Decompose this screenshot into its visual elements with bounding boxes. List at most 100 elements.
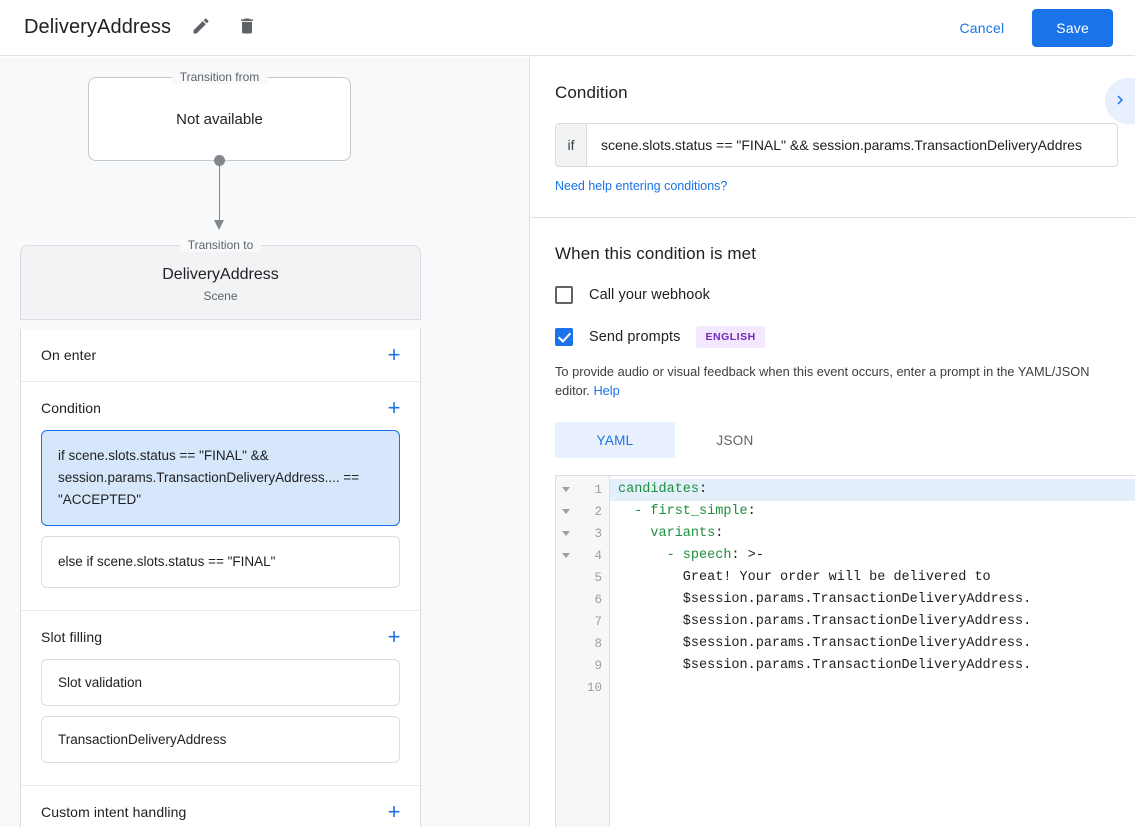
transition-graph: Transition from Not available: [0, 57, 529, 247]
call-webhook-label: Call your webhook: [589, 287, 710, 303]
gutter-line: 4: [556, 545, 609, 567]
code-line[interactable]: $session.params.TransactionDeliveryAddre…: [618, 636, 1032, 651]
add-icon[interactable]: +: [382, 625, 406, 649]
scene-section: Condition + if scene.slots.status == "FINA…: [21, 381, 420, 610]
transition-to-body: DeliveryAddress Scene: [21, 246, 420, 319]
slot-list-item[interactable]: Slot validation: [41, 659, 400, 706]
line-number: 5: [594, 571, 602, 585]
tab-json[interactable]: JSON: [716, 432, 754, 448]
gutter-line: 5: [556, 567, 609, 589]
code-line[interactable]: $session.params.TransactionDeliveryAddre…: [618, 592, 1032, 607]
section-divider: [531, 217, 1135, 218]
condition-input[interactable]: [587, 124, 1117, 166]
line-number: 6: [594, 593, 602, 607]
gutter-line: 2: [556, 501, 609, 523]
fold-triangle-icon[interactable]: [562, 531, 570, 536]
code-line[interactable]: Great! Your order will be delivered to: [618, 570, 991, 585]
code-line[interactable]: - speech: >-: [666, 548, 764, 563]
condition-input-row: if: [555, 123, 1118, 167]
transition-from-legend: Transition from: [171, 70, 268, 84]
scene-section: Custom intent handling +: [21, 785, 420, 827]
gutter-line: 9: [556, 655, 609, 677]
send-prompts-checkbox[interactable]: [555, 328, 573, 346]
transition-from-card[interactable]: Transition from Not available: [88, 70, 351, 161]
add-icon[interactable]: +: [382, 343, 406, 367]
gutter-line: 3: [556, 523, 609, 545]
section-title: Custom intent handling: [41, 804, 187, 820]
line-number: 3: [594, 527, 602, 541]
scene-sections-list: On enter + Condition + if scene.slots.status…: [20, 329, 421, 827]
transition-to-legend: Transition to: [179, 238, 262, 252]
condition-list-item[interactable]: else if scene.slots.status == "FINAL": [41, 536, 400, 588]
code-line[interactable]: [610, 677, 1135, 699]
language-badge: ENGLISH: [696, 326, 765, 348]
editor-gutter: 1 2 3 4 5 6 7 8 9 10: [556, 476, 610, 827]
code-line[interactable]: candidates:: [610, 479, 1135, 501]
transition-to-subtitle: Scene: [203, 289, 238, 303]
fold-triangle-icon[interactable]: [562, 487, 570, 492]
right-panel: Condition if Need help entering conditio…: [531, 57, 1135, 827]
code-editor[interactable]: 1 2 3 4 5 6 7 8 9 10 candidates: - first_simple: …: [555, 475, 1135, 827]
format-tabs: YAML JSON: [555, 422, 1111, 458]
yaml-key: variants: [650, 526, 716, 541]
line-number: 1: [594, 483, 602, 497]
webhook-row[interactable]: Call your webhook: [555, 286, 1111, 304]
section-title: Condition: [41, 400, 102, 416]
expand-panel-button[interactable]: [1105, 78, 1135, 124]
description-text: To provide audio or visual feedback when…: [555, 364, 1090, 398]
when-met-heading: When this condition is met: [555, 244, 757, 263]
gutter-line: 7: [556, 611, 609, 633]
page-title: DeliveryAddress: [24, 16, 172, 38]
code-line[interactable]: - first_simple:: [634, 504, 756, 519]
transition-to-card[interactable]: Transition to DeliveryAddress Scene: [20, 238, 421, 320]
chevron-right-icon: [1111, 91, 1129, 112]
cancel-button[interactable]: Cancel: [946, 12, 1019, 44]
send-prompts-description: To provide audio or visual feedback when…: [555, 362, 1111, 400]
trash-icon: [237, 16, 257, 39]
yaml-key: - first_simple: [634, 504, 748, 519]
code-line[interactable]: $session.params.TransactionDeliveryAddre…: [618, 658, 1032, 673]
code-line[interactable]: variants:: [650, 526, 724, 541]
send-prompts-row[interactable]: Send prompts ENGLISH: [555, 326, 1111, 348]
prompts-help-link[interactable]: Help: [593, 383, 620, 398]
top-app-bar: DeliveryAddress Cancel Save: [0, 0, 1135, 56]
section-header: Slot filling +: [21, 611, 420, 663]
line-number: 4: [594, 549, 602, 563]
call-webhook-checkbox[interactable]: [555, 286, 573, 304]
gutter-line: 8: [556, 633, 609, 655]
when-condition-met-section: When this condition is met Call your web…: [531, 218, 1135, 458]
editor-code-area[interactable]: candidates: - first_simple: variants: - …: [610, 476, 1135, 827]
line-number: 7: [594, 615, 602, 629]
line-number: 2: [594, 505, 602, 519]
line-number: 8: [594, 637, 602, 651]
scene-section: On enter +: [21, 329, 420, 381]
section-body: if scene.slots.status == "FINAL" && sess…: [21, 430, 420, 610]
transition-from-value: Not available: [176, 110, 263, 128]
fold-triangle-icon[interactable]: [562, 509, 570, 514]
tab-yaml[interactable]: YAML: [555, 422, 675, 458]
section-title: On enter: [41, 347, 97, 363]
line-number: 10: [586, 681, 602, 695]
section-header: Custom intent handling +: [21, 786, 420, 827]
edge-arrowhead: [214, 220, 224, 230]
yaml-key: - speech: [666, 548, 732, 563]
section-header: On enter +: [21, 329, 420, 381]
gutter-line: 10: [556, 677, 609, 699]
condition-list-item[interactable]: if scene.slots.status == "FINAL" && sess…: [41, 430, 400, 526]
add-icon[interactable]: +: [382, 800, 406, 824]
code-line[interactable]: $session.params.TransactionDeliveryAddre…: [618, 614, 1032, 629]
condition-section: Condition if Need help entering conditio…: [531, 57, 1135, 217]
fold-triangle-icon[interactable]: [562, 553, 570, 558]
delete-button[interactable]: [231, 12, 263, 44]
gutter-line: 1: [556, 479, 609, 501]
save-button[interactable]: Save: [1032, 8, 1113, 47]
condition-help-link[interactable]: Need help entering conditions?: [555, 179, 728, 193]
edit-button[interactable]: [185, 12, 217, 44]
gutter-line: 6: [556, 589, 609, 611]
add-icon[interactable]: +: [382, 396, 406, 420]
section-title: Slot filling: [41, 629, 103, 645]
slot-list-item[interactable]: TransactionDeliveryAddress: [41, 716, 400, 763]
send-prompts-label: Send prompts: [589, 329, 681, 345]
